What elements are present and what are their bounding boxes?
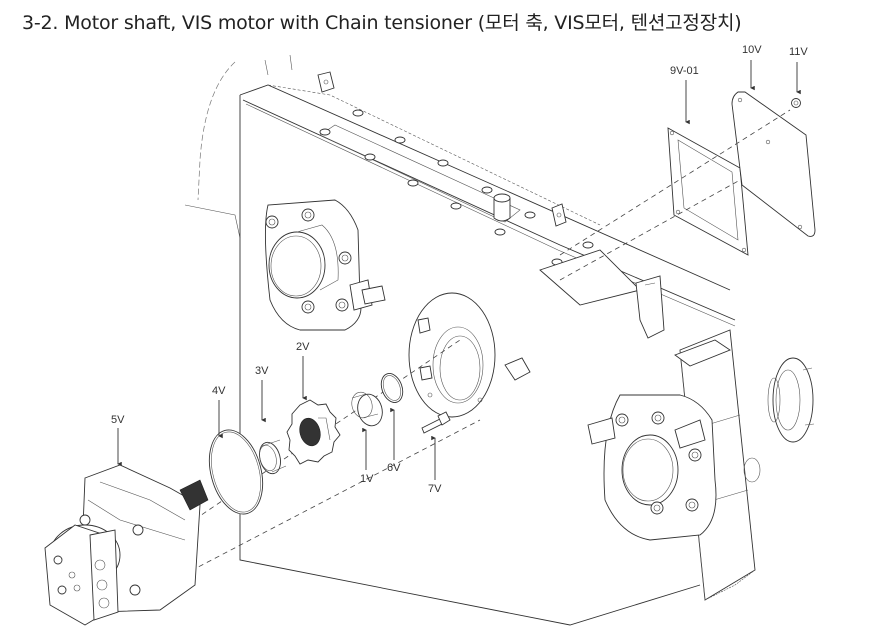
snap-ring-6v <box>380 373 404 403</box>
part-label-11v: 11V <box>789 46 808 58</box>
frame-housing <box>184 54 815 626</box>
part-label-1v: 1V <box>360 473 374 485</box>
gasket-9v-01 <box>667 127 749 256</box>
sprocket-2v <box>286 399 341 465</box>
nut-11v <box>791 98 801 108</box>
part-label-10v: 10V <box>742 44 762 56</box>
lower-bearing-housing <box>587 394 717 541</box>
part-label-5v: 5V <box>111 414 125 426</box>
diagram-title: 3-2. Motor shaft, VIS motor with Chain t… <box>22 12 742 34</box>
part-label-9v-01: 9V-01 <box>670 65 699 77</box>
breather-cap <box>493 193 511 222</box>
vis-motor-5v <box>44 464 209 626</box>
part-labels: 5V 4V 3V 2V 1V 6V 7V 9V-01 10V 11V <box>111 44 808 495</box>
part-label-2v: 2V <box>296 341 310 353</box>
part-label-3v: 3V <box>255 365 269 377</box>
upper-bearing-housing <box>264 199 386 331</box>
collar-3v <box>259 439 287 475</box>
bolt-7v <box>421 411 451 434</box>
part-label-4v: 4V <box>212 385 226 397</box>
mounting-plate <box>408 292 531 418</box>
part-label-7v: 7V <box>428 483 442 495</box>
part-label-6v: 6V <box>387 462 401 474</box>
cover-10v <box>731 91 816 237</box>
leader-lines <box>117 60 801 480</box>
right-hub <box>767 357 815 443</box>
o-ring-4v <box>208 429 264 515</box>
bush-1v <box>351 391 383 427</box>
